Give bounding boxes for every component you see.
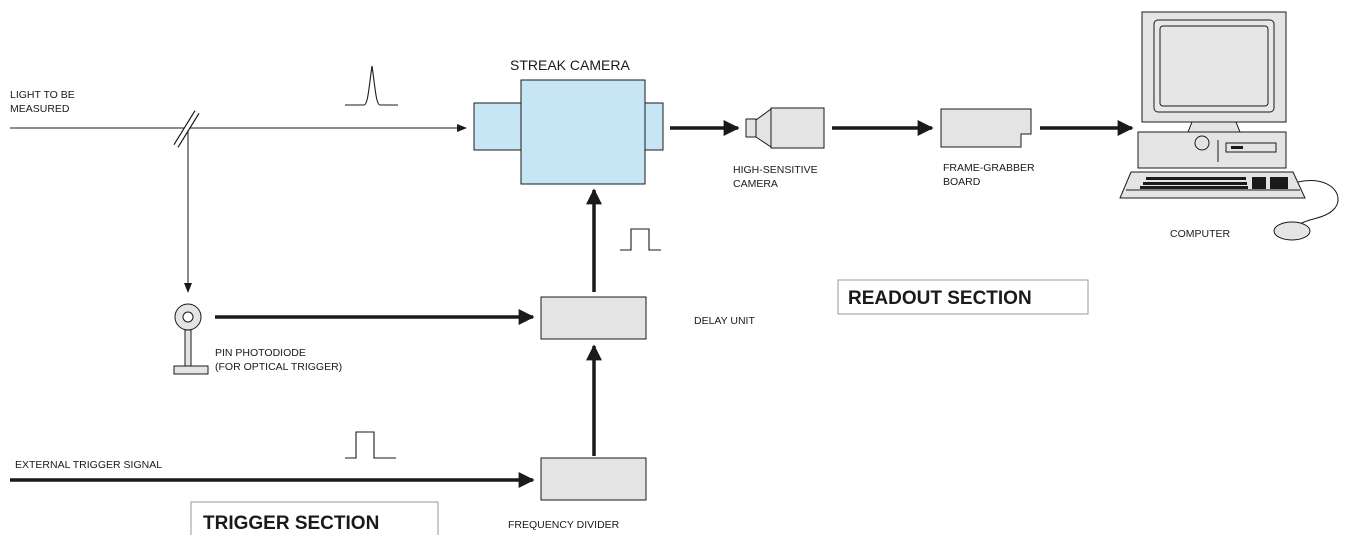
- photodiode-label-line-2: (FOR OPTICAL TRIGGER): [215, 361, 342, 373]
- optical-pulse-icon: [345, 65, 398, 106]
- light-input-label: LIGHT TO BE MEASURED: [10, 89, 75, 115]
- beam-splitter-icon: [173, 110, 200, 148]
- camera-label-line-2: CAMERA: [733, 178, 778, 190]
- streak-camera-input-optics: [473, 102, 525, 151]
- frequency-divider-box: [540, 457, 647, 501]
- delay-unit-box: [540, 296, 647, 340]
- light-label-line-1: LIGHT TO BE: [10, 89, 75, 101]
- pin-photodiode-label: PIN PHOTODIODE (FOR OPTICAL TRIGGER): [215, 347, 342, 373]
- gate-pulse-icon: [620, 228, 661, 251]
- light-label-line-2: MEASURED: [10, 103, 70, 115]
- readout-section-box: [837, 279, 1089, 315]
- streak-camera-label: STREAK CAMERA: [510, 57, 630, 73]
- grabber-label-line-1: FRAME-GRABBER: [943, 162, 1035, 174]
- grabber-label-line-2: BOARD: [943, 176, 981, 188]
- external-trigger-label: EXTERNAL TRIGGER SIGNAL: [15, 459, 162, 471]
- photodiode-label-line-1: PIN PHOTODIODE: [215, 347, 306, 359]
- streak-camera-unit: [473, 79, 664, 185]
- camera-label-line-1: HIGH-SENSITIVE: [733, 164, 818, 176]
- trigger-section-label: TRIGGER SECTION: [203, 513, 379, 534]
- frame-grabber-board-label: FRAME-GRABBER BOARD: [943, 162, 1035, 188]
- frame-grabber-board-icon: [940, 108, 1032, 148]
- trigger-section-box: [190, 501, 439, 535]
- mouse-cable: [1297, 180, 1339, 227]
- delay-unit-label: DELAY UNIT: [694, 315, 755, 327]
- readout-section-label: READOUT SECTION: [848, 288, 1032, 309]
- computer-icon: [1119, 11, 1339, 241]
- high-sensitive-camera-label: HIGH-SENSITIVE CAMERA: [733, 164, 818, 190]
- high-sensitive-camera-icon: [745, 107, 825, 149]
- trigger-pulse-icon: [345, 431, 396, 459]
- frequency-divider-label: FREQUENCY DIVIDER: [508, 519, 620, 531]
- pin-photodiode-icon: [173, 303, 209, 375]
- computer-label: COMPUTER: [1170, 228, 1231, 240]
- mouse-icon: [1273, 221, 1311, 241]
- streak-camera-body: [520, 79, 646, 185]
- streak-camera-output-optics: [642, 102, 664, 151]
